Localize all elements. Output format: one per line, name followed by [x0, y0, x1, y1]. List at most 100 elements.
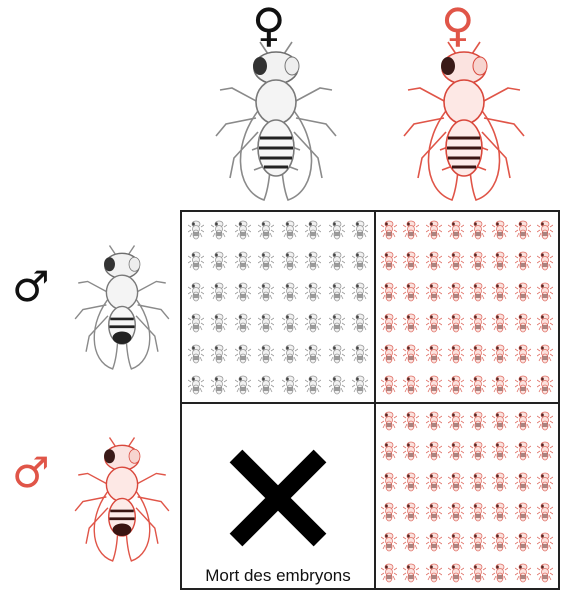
offspring-fly-icon: [467, 369, 489, 400]
offspring-fly-icon: [512, 527, 534, 557]
offspring-fly-icon: [208, 307, 232, 338]
offspring-fly-icon: [445, 369, 467, 400]
offspring-fly-icon: [445, 307, 467, 338]
cross-icon: [226, 446, 330, 550]
offspring-fly-icon: [445, 406, 467, 436]
offspring-fly-icon: [467, 436, 489, 466]
offspring-fly-icon: [489, 245, 511, 276]
offspring-fly-icon: [184, 369, 208, 400]
offspring-fly-icon: [467, 338, 489, 369]
offspring-fly-icon: [208, 245, 232, 276]
offspring-fly-icon: [378, 467, 400, 497]
offspring-fly-icon: [400, 467, 422, 497]
offspring-fly-icon: [349, 369, 373, 400]
offspring-fly-icon: [400, 497, 422, 527]
offspring-fly-icon: [445, 245, 467, 276]
offspring-fly-icon: [512, 406, 534, 436]
male-fly-wildtype-icon: [72, 238, 172, 378]
offspring-fly-icon: [489, 497, 511, 527]
offspring-fly-icon: [467, 467, 489, 497]
offspring-fly-icon: [423, 527, 445, 557]
offspring-fly-icon: [302, 369, 326, 400]
offspring-fly-icon: [512, 467, 534, 497]
offspring-fly-icon: [445, 558, 467, 588]
offspring-fly-icon: [489, 406, 511, 436]
offspring-fly-icon: [325, 276, 349, 307]
offspring-fly-icon: [349, 307, 373, 338]
offspring-fly-icon: [378, 307, 400, 338]
offspring-fly-icon: [534, 558, 556, 588]
male-symbol-wildtype: ♂: [12, 266, 50, 308]
offspring-fly-icon: [400, 214, 422, 245]
offspring-fly-icon: [378, 436, 400, 466]
offspring-fly-icon: [231, 369, 255, 400]
offspring-fly-icon: [278, 276, 302, 307]
offspring-fly-icon: [184, 245, 208, 276]
offspring-fly-icon: [534, 214, 556, 245]
offspring-fly-icon: [278, 245, 302, 276]
offspring-fly-icon: [231, 276, 255, 307]
offspring-fly-icon: [349, 338, 373, 369]
offspring-fly-icon: [534, 338, 556, 369]
offspring-fly-icon: [489, 369, 511, 400]
offspring-fly-icon: [512, 558, 534, 588]
offspring-fly-icon: [512, 214, 534, 245]
offspring-fly-icon: [278, 307, 302, 338]
offspring-fly-icon: [489, 467, 511, 497]
offspring-cell-bottom-right: [378, 406, 556, 588]
offspring-fly-icon: [534, 436, 556, 466]
offspring-fly-icon: [445, 436, 467, 466]
offspring-fly-icon: [489, 338, 511, 369]
offspring-fly-icon: [255, 245, 279, 276]
offspring-cell-top-left: [184, 214, 372, 400]
offspring-fly-icon: [489, 214, 511, 245]
offspring-fly-icon: [208, 214, 232, 245]
offspring-fly-icon: [534, 369, 556, 400]
offspring-fly-icon: [534, 527, 556, 557]
offspring-fly-icon: [255, 338, 279, 369]
offspring-fly-icon: [349, 276, 373, 307]
offspring-fly-icon: [325, 369, 349, 400]
offspring-fly-icon: [349, 245, 373, 276]
grid-divider-vertical: [374, 210, 376, 590]
offspring-fly-icon: [378, 214, 400, 245]
offspring-fly-icon: [400, 436, 422, 466]
offspring-fly-icon: [445, 527, 467, 557]
offspring-fly-icon: [512, 245, 534, 276]
offspring-fly-icon: [184, 214, 208, 245]
offspring-fly-icon: [512, 338, 534, 369]
offspring-fly-icon: [378, 527, 400, 557]
offspring-fly-icon: [423, 245, 445, 276]
offspring-fly-icon: [489, 436, 511, 466]
offspring-fly-icon: [349, 214, 373, 245]
offspring-fly-icon: [423, 436, 445, 466]
offspring-fly-icon: [400, 245, 422, 276]
offspring-fly-icon: [400, 406, 422, 436]
offspring-fly-icon: [467, 307, 489, 338]
offspring-fly-icon: [378, 245, 400, 276]
offspring-fly-icon: [400, 338, 422, 369]
offspring-fly-icon: [378, 369, 400, 400]
offspring-fly-icon: [534, 406, 556, 436]
offspring-fly-icon: [467, 406, 489, 436]
offspring-fly-icon: [378, 558, 400, 588]
offspring-fly-icon: [512, 436, 534, 466]
offspring-fly-icon: [489, 276, 511, 307]
offspring-fly-icon: [423, 467, 445, 497]
offspring-fly-icon: [534, 467, 556, 497]
offspring-fly-icon: [231, 245, 255, 276]
male-fly-mutant-icon: [72, 430, 172, 570]
offspring-fly-icon: [208, 338, 232, 369]
offspring-fly-icon: [231, 214, 255, 245]
offspring-fly-icon: [302, 307, 326, 338]
offspring-fly-icon: [208, 369, 232, 400]
offspring-fly-icon: [423, 558, 445, 588]
offspring-fly-icon: [184, 276, 208, 307]
offspring-fly-icon: [423, 338, 445, 369]
offspring-fly-icon: [325, 307, 349, 338]
female-fly-wildtype-icon: [212, 40, 340, 204]
offspring-fly-icon: [378, 338, 400, 369]
offspring-fly-icon: [489, 307, 511, 338]
offspring-fly-icon: [184, 338, 208, 369]
offspring-fly-icon: [278, 338, 302, 369]
